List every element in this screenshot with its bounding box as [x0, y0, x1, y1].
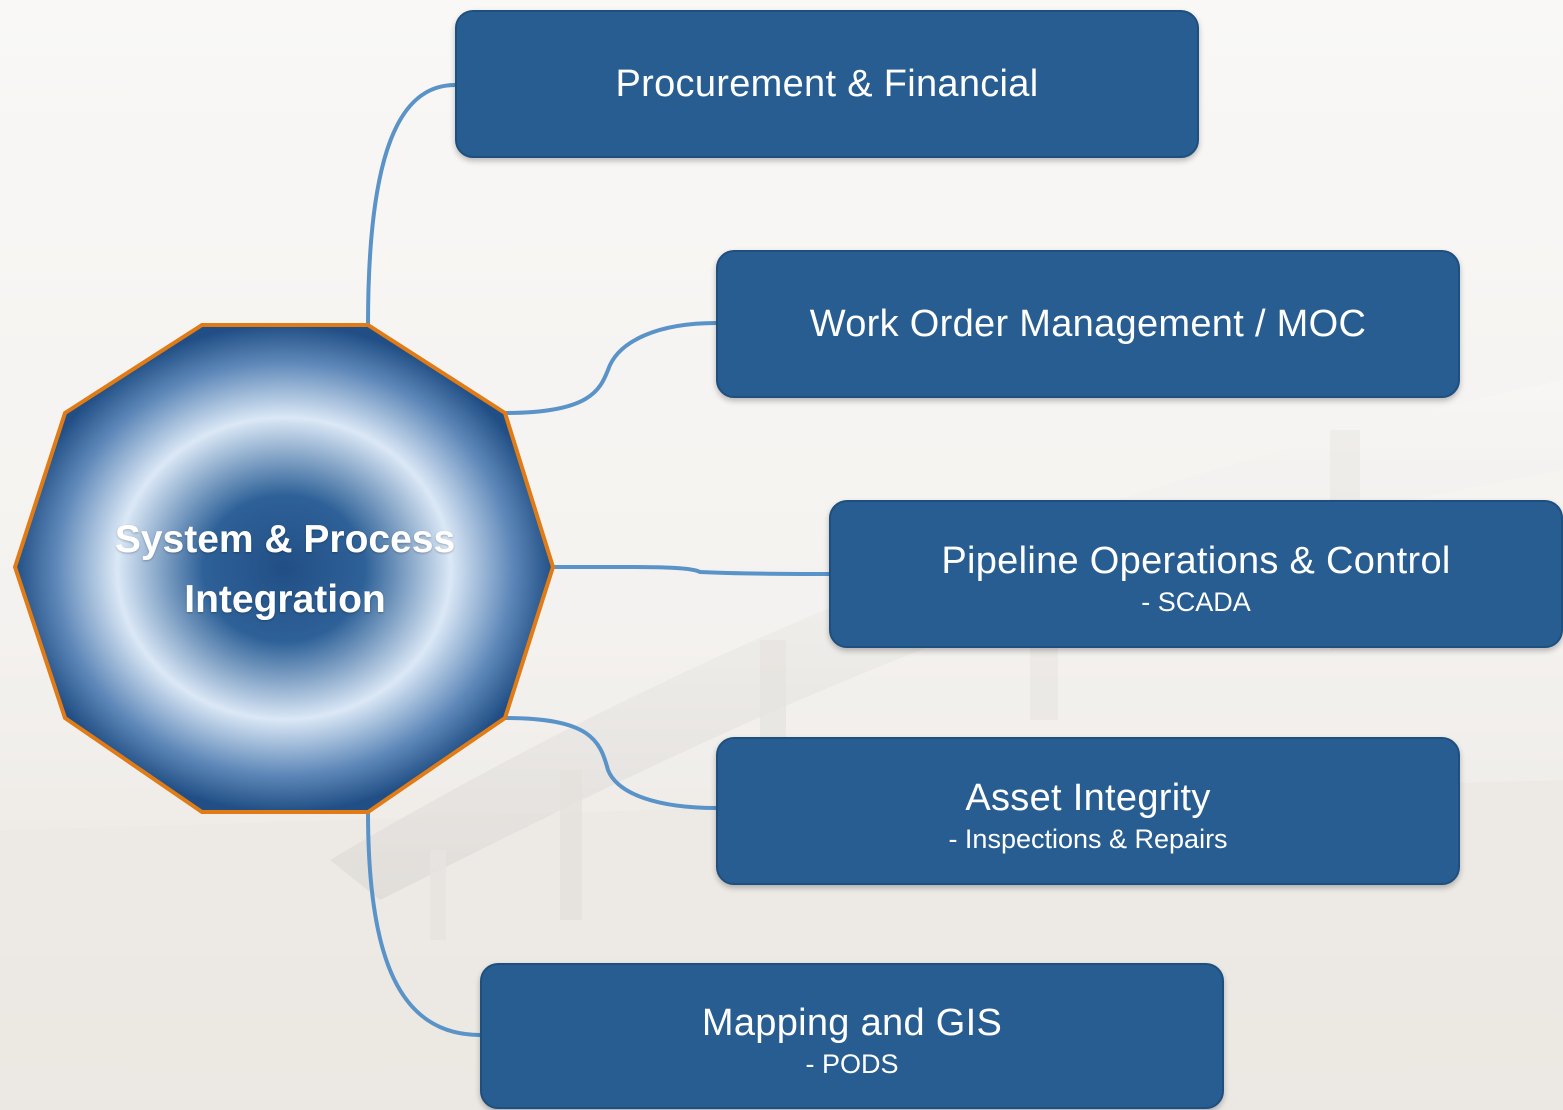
- connector-pipeline-ops: [552, 564, 830, 576]
- node-title: Procurement & Financial: [615, 63, 1039, 105]
- hub-label-line1: System & Process: [114, 518, 456, 561]
- connector-asset-integrity: [504, 716, 717, 810]
- node-subtitle: - Inspections & Repairs: [948, 824, 1228, 854]
- hub-decagon: [12, 323, 556, 814]
- node-subtitle: - PODS: [805, 1049, 899, 1079]
- node-title: Work Order Management / MOC: [809, 303, 1367, 345]
- connector-mapping: [366, 811, 481, 1037]
- connector-work-order: [504, 321, 717, 415]
- node-work-order-management[interactable]: Work Order Management / MOC: [716, 250, 1460, 398]
- node-subtitle: - SCADA: [1141, 587, 1251, 617]
- connector-procurement: [366, 83, 456, 326]
- node-asset-integrity[interactable]: Asset Integrity - Inspections & Repairs: [716, 737, 1460, 885]
- node-title: Pipeline Operations & Control: [941, 540, 1451, 582]
- node-title: Mapping and GIS: [701, 1002, 1003, 1044]
- node-pipeline-operations[interactable]: Pipeline Operations & Control - SCADA: [829, 500, 1563, 648]
- node-title: Asset Integrity: [965, 777, 1211, 819]
- node-mapping-gis[interactable]: Mapping and GIS - PODS: [480, 963, 1224, 1109]
- node-procurement-financial[interactable]: Procurement & Financial: [455, 10, 1199, 158]
- hub-label-line2: Integration: [184, 578, 386, 621]
- hub-label: System & Process Integration: [40, 510, 530, 630]
